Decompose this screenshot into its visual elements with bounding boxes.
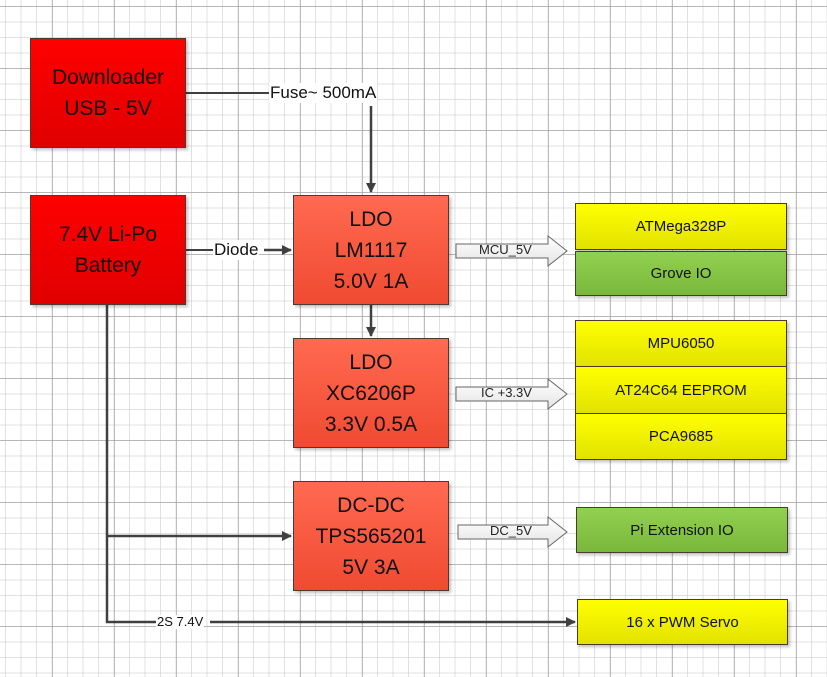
ldo5v-line2: LM1117: [334, 238, 408, 262]
pca9685-block: PCA9685: [575, 413, 787, 460]
battery-block: 7.4V Li-Po Battery: [30, 195, 186, 305]
mpu-label: MPU6050: [647, 335, 715, 352]
pwm-servo-block: 16 x PWM Servo: [577, 599, 788, 645]
grove-label: Grove IO: [650, 265, 712, 282]
mcu-bus-label: MCU_5V: [479, 242, 532, 257]
pi-extension-io-block: Pi Extension IO: [576, 507, 788, 553]
pca-label: PCA9685: [648, 428, 714, 445]
eeprom-label: AT24C64 EEPROM: [615, 381, 747, 399]
dc-bus-label: DC_5V: [490, 523, 532, 538]
dc-bus-arrow: [457, 515, 568, 549]
dcdc-line2: TPS565201: [315, 524, 427, 548]
atmega-label: ATMega328P: [635, 218, 727, 235]
fuse-label: Fuse~ 500mA: [269, 83, 378, 103]
at24c64-eeprom-block: AT24C64 EEPROM: [575, 366, 787, 414]
battery-line1: 7.4V Li-Po: [58, 223, 158, 246]
battery-line2: Battery: [74, 254, 142, 277]
ic-bus-label: IC +3.3V: [481, 385, 532, 400]
ldo3v3-line2: XC6206P: [326, 381, 416, 405]
ic-bus-arrow: [455, 377, 568, 411]
ldo-lm1117-block: LDO LM1117 5.0V 1A: [293, 195, 449, 305]
ldo-xc6206p-block: LDO XC6206P 3.3V 0.5A: [293, 338, 449, 448]
diode-label: Diode: [213, 240, 260, 260]
mcu-bus-arrow: [455, 234, 568, 268]
downloader-line2: USB - 5V: [64, 97, 152, 120]
downloader-line1: Downloader: [51, 66, 165, 89]
ldo5v-line3: 5.0V 1A: [333, 269, 409, 293]
mpu6050-block: MPU6050: [575, 320, 787, 367]
dcdc-line3: 5V 3A: [342, 555, 400, 579]
wire-battery-trunk: [105, 305, 160, 624]
grove-io-block: Grove IO: [575, 251, 787, 296]
ldo3v3-line1: LDO: [349, 350, 393, 374]
ldo3v3-line3: 3.3V 0.5A: [324, 412, 418, 436]
downloader-usb-block: Downloader USB - 5V: [30, 38, 186, 148]
dcdc-tps565201-block: DC-DC TPS565201 5V 3A: [293, 481, 449, 591]
servo-bus-label: 2S 7.4V: [156, 614, 205, 629]
atmega328p-block: ATMega328P: [575, 203, 787, 250]
pi-ext-label: Pi Extension IO: [630, 521, 734, 539]
servo-label: 16 x PWM Servo: [626, 613, 739, 631]
dcdc-line1: DC-DC: [337, 493, 405, 517]
ldo5v-line1: LDO: [349, 207, 393, 231]
